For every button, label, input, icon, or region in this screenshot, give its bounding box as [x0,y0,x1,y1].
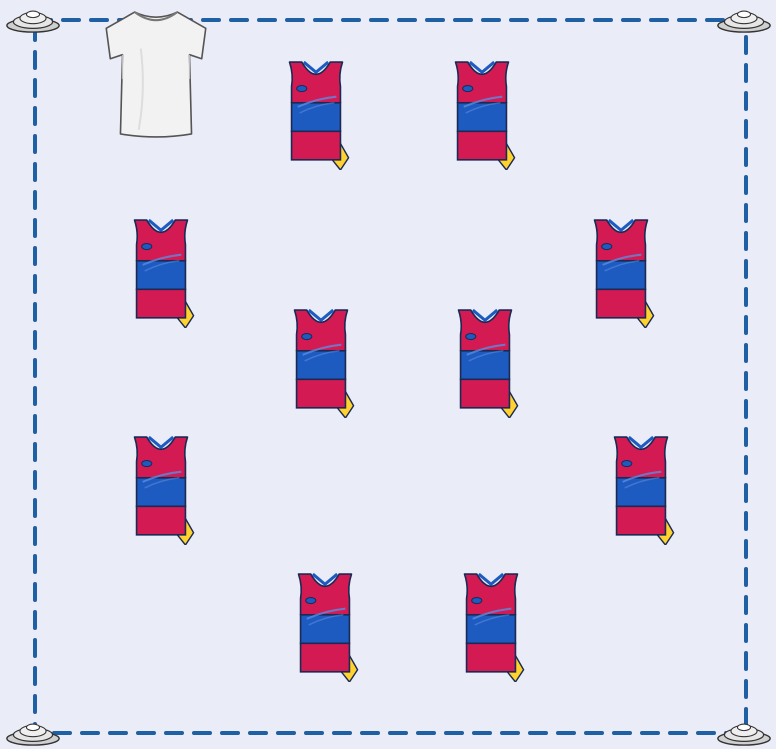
team-guernsey-icon [615,437,674,545]
team-guernsey-icon [135,437,194,545]
team-guernsey-icon [465,574,524,682]
team-guernsey-icon [299,574,358,682]
team-guernsey-icon [456,62,515,170]
team-guernsey-icon [459,310,518,418]
players-layer [135,62,674,682]
marker-cone-icon [7,11,59,32]
team-guernsey-icon [595,220,654,328]
team-guernsey-icon [135,220,194,328]
team-guernsey-icon [290,62,349,170]
white-tshirt-icon [106,12,206,137]
marker-cone-icon [7,724,59,745]
marker-cone-icon [718,11,770,32]
marker-cone-icon [718,724,770,745]
team-guernsey-icon [295,310,354,418]
coach-layer [106,12,206,137]
